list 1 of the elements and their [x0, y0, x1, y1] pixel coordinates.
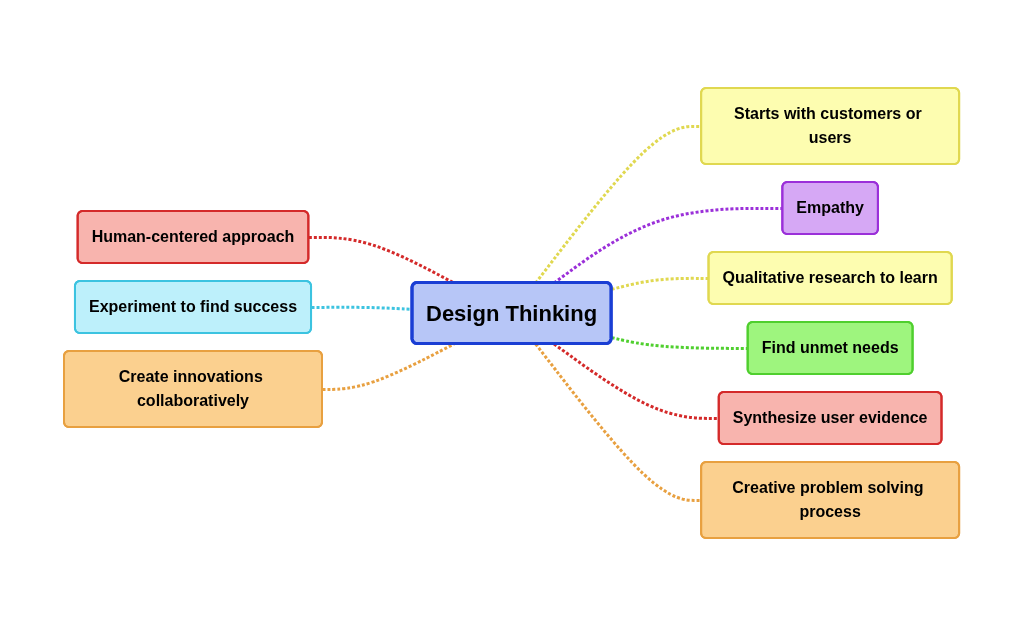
connector	[611, 336, 749, 350]
